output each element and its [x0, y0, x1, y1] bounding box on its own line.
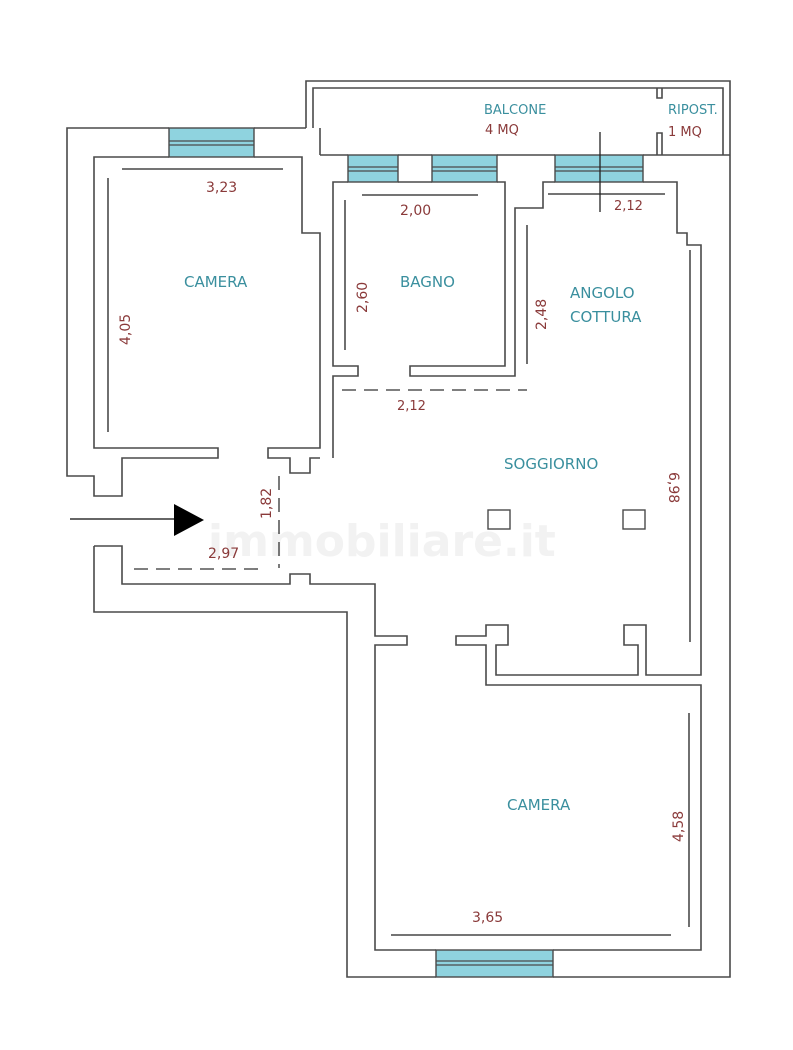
window-bagno-2 — [431, 154, 498, 183]
room-label-balcone: BALCONE — [484, 103, 546, 118]
dim-cucina-width: 2,12 — [614, 199, 643, 214]
pillar — [622, 509, 646, 530]
room-label-soggiorno: SOGGIORNO — [504, 455, 598, 473]
room-label-bagno: BAGNO — [400, 273, 455, 291]
dim-cucina-height: 2,48 — [534, 299, 550, 330]
dim-soggiorno-height: 6,98 — [665, 472, 681, 503]
dim-bagno-width: 2,00 — [400, 203, 431, 219]
dim-corridor-width: 2,12 — [397, 399, 426, 414]
room-label-camera-2: CAMERA — [507, 796, 571, 814]
dim-entrance-width: 2,97 — [208, 546, 239, 562]
balcony-walls — [305, 80, 731, 156]
bathroom-walls — [332, 181, 555, 458]
window-camera-1 — [168, 127, 255, 158]
area-label-ripostiglio: 1 MQ — [668, 125, 702, 140]
dim-camera2-height: 4,58 — [671, 811, 687, 842]
window-bagno-1 — [347, 154, 399, 183]
room-label-camera-1: CAMERA — [184, 273, 248, 291]
dim-camera2-width: 3,65 — [472, 910, 503, 926]
room-label-ripostiglio: RIPOST. — [668, 103, 718, 118]
window-kitchen — [554, 154, 644, 183]
pillar — [487, 509, 511, 530]
window-camera-2 — [435, 949, 554, 978]
room-label-angolo: ANGOLO — [570, 284, 635, 302]
entrance-arrow-icon — [174, 504, 204, 536]
dim-bagno-height: 2,60 — [355, 282, 371, 313]
outer-walls — [66, 127, 731, 978]
dim-camera1-width: 3,23 — [206, 180, 237, 196]
dim-camera1-height: 4,05 — [118, 314, 134, 345]
area-label-balcone: 4 MQ — [485, 123, 519, 138]
room-label-cottura: COTTURA — [570, 308, 642, 326]
dim-entrance-height: 1,82 — [259, 488, 275, 519]
dimension-lines — [107, 132, 691, 936]
